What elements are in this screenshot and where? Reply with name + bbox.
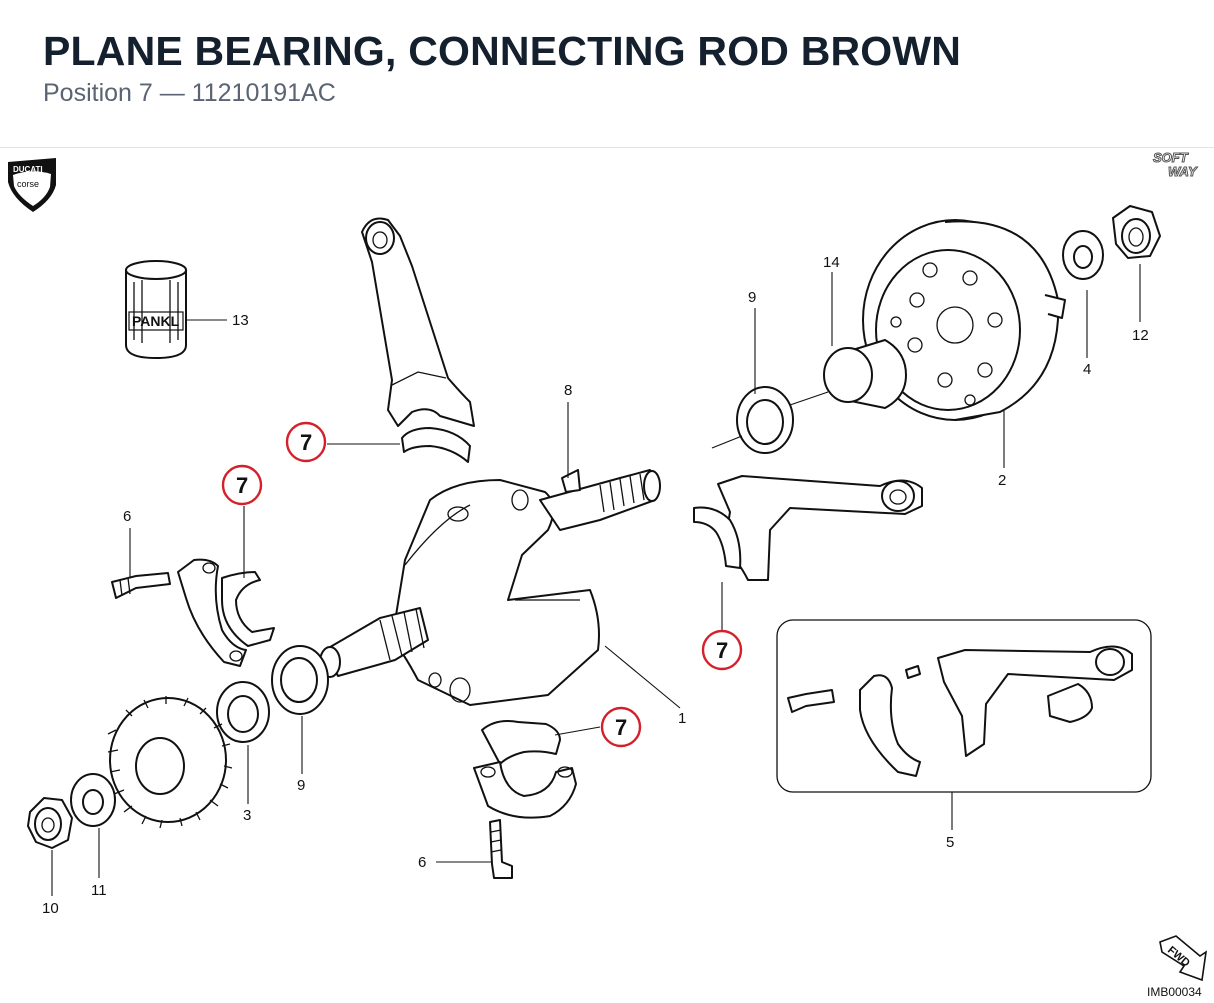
- lower-rod-cap: [473, 761, 577, 819]
- callout-7-c: 7: [716, 638, 728, 663]
- exploded-parts-diagram: DUCATI corse SOFT WAY PANKL: [8, 150, 1208, 999]
- callout-9-upper: 9: [748, 289, 756, 306]
- part-11-washer: [70, 773, 116, 827]
- fwd-arrow-icon: FWD: [1159, 935, 1208, 982]
- timing-gear: [107, 696, 233, 829]
- callout-9-lower: 9: [297, 777, 305, 794]
- page-title: PLANE BEARING, CONNECTING ROD BROWN: [43, 28, 962, 74]
- bearing-shell-7-upper: [401, 427, 471, 463]
- callout-4: 4: [1083, 361, 1091, 378]
- part-3-ring: [216, 681, 270, 743]
- part-5-kit-box: [776, 619, 1152, 793]
- drawing-code: IMB00034: [1147, 985, 1202, 999]
- callout-7-d: 7: [615, 715, 627, 740]
- part-6-bolt-lower: [489, 819, 513, 879]
- bearing-shell-7-right: [693, 506, 742, 569]
- callout-14: 14: [823, 254, 840, 271]
- softway-logo: SOFT WAY: [1153, 150, 1199, 180]
- right-connecting-rod: [717, 475, 923, 581]
- part-6-bolt-left: [111, 572, 171, 599]
- svg-text:DUCATI: DUCATI: [13, 165, 43, 174]
- part-4-washer: [1062, 230, 1104, 280]
- callout-6-lower: 6: [418, 854, 426, 871]
- ducati-corse-logo: DUCATI corse: [8, 158, 56, 212]
- highlight-circles: [221, 421, 743, 748]
- part-9-washer-lower: [271, 645, 329, 715]
- pankl-label: PANKL: [132, 313, 180, 329]
- callout-6-left: 6: [123, 508, 131, 525]
- callout-2: 2: [998, 472, 1006, 489]
- part-10-nut: [27, 797, 73, 849]
- callout-7-a: 7: [300, 430, 312, 455]
- callout-13: 13: [232, 312, 249, 329]
- bearing-shell-7-lower: [481, 720, 561, 765]
- page-subtitle: Position 7 — 11210191AC: [43, 79, 336, 107]
- callout-11: 11: [91, 882, 107, 899]
- part-2-rotor: [862, 219, 1066, 421]
- callout-1: 1: [678, 710, 686, 727]
- svg-text:corse: corse: [17, 179, 39, 189]
- callout-labels: 13 14 9 8 4 12 2 6 1 3 9 6 5 10 11 7 7 7…: [42, 254, 1149, 917]
- callout-12: 12: [1132, 327, 1149, 344]
- leader-lines: [51, 264, 1141, 896]
- part-12-nut: [1112, 205, 1161, 259]
- bearing-shell-7-left: [221, 571, 275, 647]
- svg-text:WAY: WAY: [1168, 164, 1198, 179]
- part-9-washer-upper: [711, 386, 829, 454]
- page-header: PLANE BEARING, CONNECTING ROD BROWN Posi…: [0, 0, 1214, 148]
- svg-text:SOFT: SOFT: [1153, 150, 1189, 165]
- callout-5: 5: [946, 834, 954, 851]
- callout-3: 3: [243, 807, 251, 824]
- left-rod-cap: [177, 558, 247, 667]
- part-1-crankshaft: [319, 469, 661, 706]
- callout-10: 10: [42, 900, 59, 917]
- callout-8: 8: [564, 382, 572, 399]
- callout-7-b: 7: [236, 473, 248, 498]
- upper-connecting-rod: [361, 217, 475, 427]
- part-14-hub: [823, 339, 907, 409]
- part-13-pankl-pin: PANKL: [125, 260, 187, 359]
